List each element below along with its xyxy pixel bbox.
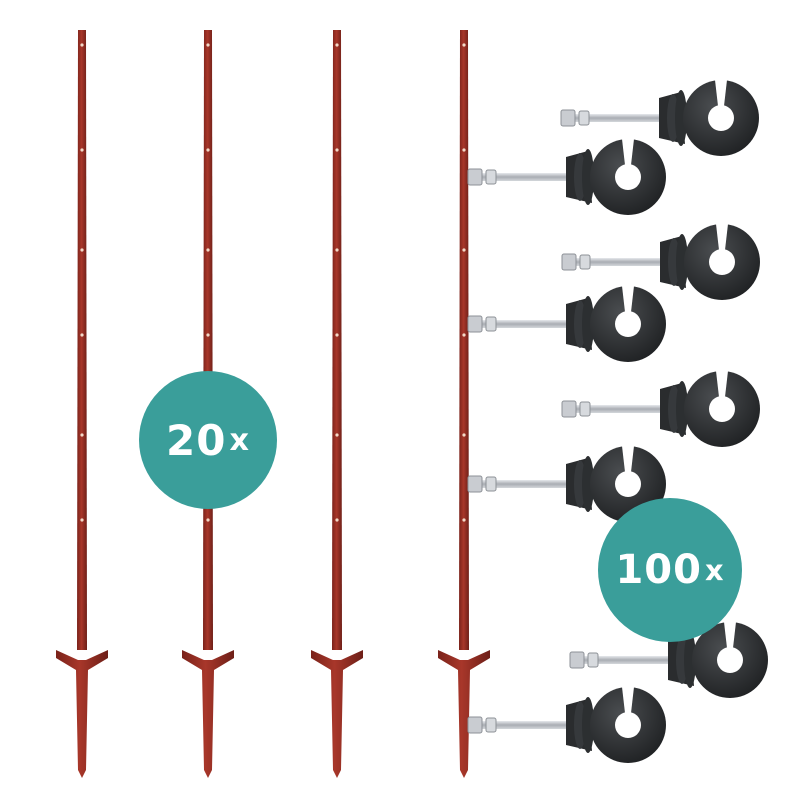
insulators-multiplier: x [704,553,725,587]
fence-post-3 [311,30,363,778]
posts-quantity-number: 20 [166,415,227,465]
ring-insulator-2 [467,138,667,216]
ring-insulator-3 [561,223,761,301]
insulators-quantity-number: 100 [615,547,702,593]
fence-post-1 [56,30,108,778]
posts-multiplier: x [229,422,250,458]
fence-post-4 [438,30,490,778]
ring-insulator-8 [467,686,667,764]
ring-insulator-1 [560,79,760,157]
ring-insulator-4 [467,285,667,363]
ring-insulator-5 [561,370,761,448]
